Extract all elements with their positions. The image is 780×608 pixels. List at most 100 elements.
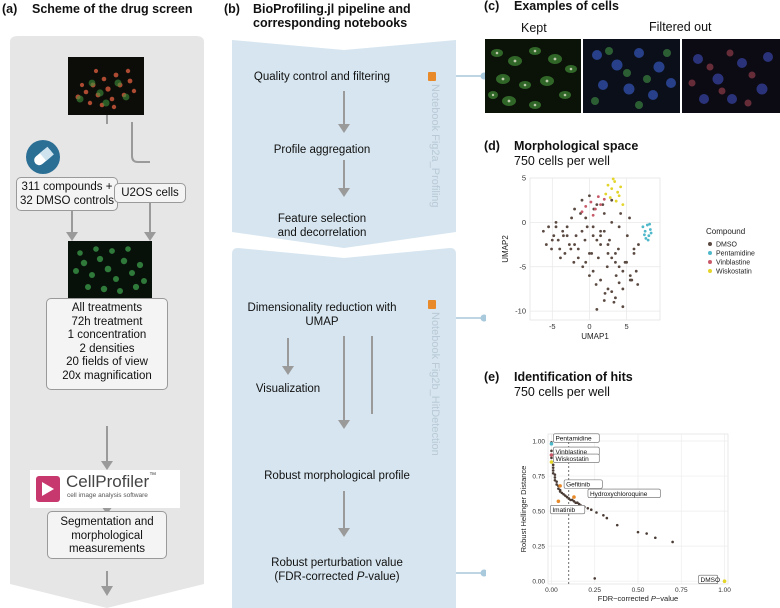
y-tick-label: 0.75 [532,474,545,481]
data-point-dmso [599,234,602,238]
data-point [553,478,557,482]
data-point [555,480,558,483]
step-robust-value: Robust perturbation value (FDR-corrected… [232,556,442,584]
data-point-dmso [591,269,595,273]
data-point-dmso [625,260,628,264]
data-point-dmso [595,203,599,207]
data-point-pentamidine [643,229,647,233]
panel-d-title: Morphological space [514,139,639,153]
data-point-dmso [552,234,556,238]
panel-c-title: Examples of cells [514,0,619,13]
data-point [570,498,574,502]
cells-box: U2OS cells [114,183,186,203]
step-feature-selection: Feature selection and decorrelation [277,213,367,239]
data-point-dmso [628,216,631,220]
data-point-dmso [554,220,558,224]
data-point-dmso [588,194,591,198]
data-point-vinblastine [602,197,606,201]
data-point-wiskostatin [617,194,621,198]
data-point-dmso [554,225,558,229]
data-point-dmso [561,229,565,233]
x-tick-label: 0.75 [675,587,688,594]
data-point [555,483,558,486]
data-point-dmso [550,247,553,251]
data-point-dmso [562,234,565,238]
data-point-dmso [632,247,636,251]
cellprofiler-icon [36,476,60,502]
data-point-wiskostatin [608,196,612,199]
hit-label: Pentamidine [555,436,592,443]
data-point [564,494,567,497]
data-point-dmso [605,265,609,269]
data-point-dmso [602,229,606,233]
data-point-dmso [559,256,562,260]
data-point-dmso [602,212,606,215]
data-point-dmso [608,238,611,242]
data-point-wiskostatin [604,192,608,196]
data-point [586,506,590,510]
data-point-wiskostatin [621,203,625,207]
treatment-line: 20 fields of view [66,356,148,368]
x-tick-label: 0.25 [588,587,601,594]
data-point [589,508,593,512]
step-profile-aggregation: Profile aggregation [273,144,371,156]
hit-point [549,453,554,457]
data-point-pentamidine [647,234,651,238]
kept-cells-image [485,39,581,113]
data-point-pentamidine [644,236,648,240]
data-point-dmso [610,220,614,224]
data-point [553,473,557,476]
data-point [595,511,598,514]
hit-label: DMSO [701,577,721,584]
data-point-dmso [637,243,640,246]
x-tick-label: 1.00 [718,587,731,594]
data-point [551,466,555,469]
legend-item: DMSO [716,242,738,249]
data-point-wiskostatin [619,185,623,189]
y-tick-label: 0 [522,218,526,227]
data-point-dmso [591,234,595,238]
pill-icon [26,140,60,174]
notebook-icon [428,300,436,309]
data-point-dmso [580,229,584,233]
x-tick-label: 0.50 [632,587,645,594]
step-visualization: Visualization [255,383,321,395]
hit-point [572,495,576,499]
data-point-dmso [573,243,576,246]
data-point-pentamidine [648,222,651,226]
data-point-pentamidine [643,233,646,237]
data-point-dmso [576,256,580,260]
data-point-wiskostatin [610,187,614,191]
data-point-dmso [547,225,550,229]
data-point-wiskostatin [616,190,620,194]
legend-swatch [708,260,712,264]
microscopy-image-top [68,57,144,115]
hit-label: Hydroxychloroquine [590,491,648,498]
data-point-dmso [594,283,598,286]
panel-e-subtitle: 750 cells per well [514,385,610,399]
data-point-dmso [617,225,621,229]
data-point-vinblastine [599,203,602,207]
notebook-profiling: Notebook Fig2a_Profiling [429,84,441,208]
y-tick-label: 1.00 [532,439,545,446]
y-tick-label: 0.25 [532,544,545,551]
hit-point [558,484,562,488]
data-point-dmso [596,256,600,260]
cellprofiler-logo: CellProfiler™ cell image analysis softwa… [30,470,180,508]
data-point [551,471,555,475]
data-point [560,491,564,495]
data-point-dmso [617,265,621,269]
data-point-dmso [595,307,599,311]
data-point-dmso [580,198,584,202]
panel-a-title: Scheme of the drug screen [32,2,193,16]
treatment-line: 2 densities [79,342,135,355]
y-tick-label: -10 [515,307,526,316]
data-point-dmso [610,256,614,260]
legend-item: Vinblastine [716,260,750,267]
data-point-dmso [614,274,618,278]
hit-label-box [550,504,586,515]
data-point-dmso [628,274,632,278]
data-point-dmso [617,281,621,285]
data-point-dmso [606,287,610,291]
